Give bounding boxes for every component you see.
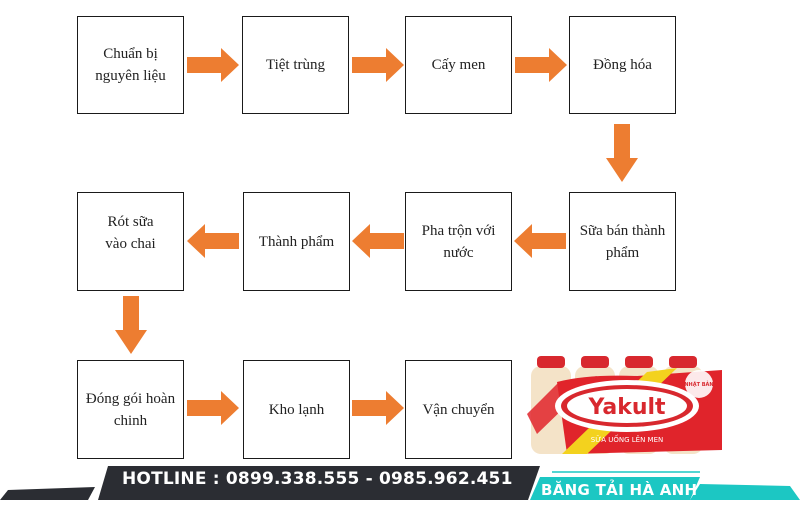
step-dong-goi-hoan-chinh: Đóng gói hoàn chinh bbox=[77, 360, 184, 459]
step-label: Đóng gói hoàn bbox=[85, 390, 176, 407]
product-subtitle: SỮA UỐNG LÊN MEN bbox=[591, 434, 663, 444]
footer-banner bbox=[0, 460, 800, 500]
product-brand: Yakult bbox=[587, 395, 666, 420]
step-label: Thành phẩm bbox=[258, 233, 335, 250]
step-label: Cấy men bbox=[431, 57, 486, 73]
step-label: vào chai bbox=[105, 236, 156, 252]
arrow-left-icon bbox=[352, 224, 404, 258]
step-label: nguyên liệu bbox=[95, 68, 166, 84]
arrow-down-icon bbox=[606, 124, 638, 182]
step-label: nước bbox=[443, 244, 474, 261]
step-sua-ban-thanh-pham: Sữa bán thành phẩm bbox=[569, 192, 676, 291]
arrow-right-icon bbox=[352, 48, 404, 82]
step-thanh-pham: Thành phẩm bbox=[243, 192, 350, 291]
arrow-right-icon bbox=[187, 48, 239, 82]
step-cay-men: Cấy men bbox=[405, 16, 512, 114]
step-tiet-trung: Tiệt trùng bbox=[242, 16, 349, 114]
brand-name: BĂNG TẢI HÀ ANH bbox=[541, 481, 698, 499]
step-dong-hoa: Đồng hóa bbox=[569, 16, 676, 114]
step-label: Chuẩn bị bbox=[103, 46, 158, 62]
step-kho-lanh: Kho lạnh bbox=[243, 360, 350, 459]
step-rot-sua-vao-chai: Rót sữa vào chai bbox=[77, 192, 184, 291]
step-label: Rót sữa bbox=[107, 214, 154, 230]
arrow-left-icon bbox=[187, 224, 239, 258]
step-label: Sữa bán thành bbox=[579, 222, 666, 239]
step-label: phẩm bbox=[605, 244, 640, 261]
yakult-product-image: Yakult SỮA UỐNG LÊN MEN NHẬT BẢN bbox=[527, 354, 722, 458]
step-label: Tiệt trùng bbox=[265, 57, 326, 73]
step-van-chuyen: Vận chuyển bbox=[405, 360, 512, 459]
step-chuan-bi-nguyen-lieu: Chuẩn bị nguyên liệu bbox=[77, 16, 184, 114]
hotline-text: HOTLINE : 0899.338.555 - 0985.962.451 bbox=[122, 469, 513, 489]
arrow-down-icon bbox=[115, 296, 147, 354]
arrow-right-icon bbox=[352, 391, 404, 425]
arrow-right-icon bbox=[187, 391, 239, 425]
step-label: Đồng hóa bbox=[593, 57, 652, 73]
arrow-right-icon bbox=[515, 48, 567, 82]
arrow-left-icon bbox=[514, 224, 566, 258]
step-pha-tron-voi-nuoc: Pha trộn với nước bbox=[405, 192, 512, 291]
product-badge: NHẬT BẢN bbox=[684, 380, 713, 388]
step-label: Kho lạnh bbox=[268, 401, 325, 418]
step-label: Pha trộn với bbox=[421, 222, 496, 239]
step-label: chinh bbox=[113, 412, 148, 429]
step-label: Vận chuyển bbox=[422, 401, 495, 418]
